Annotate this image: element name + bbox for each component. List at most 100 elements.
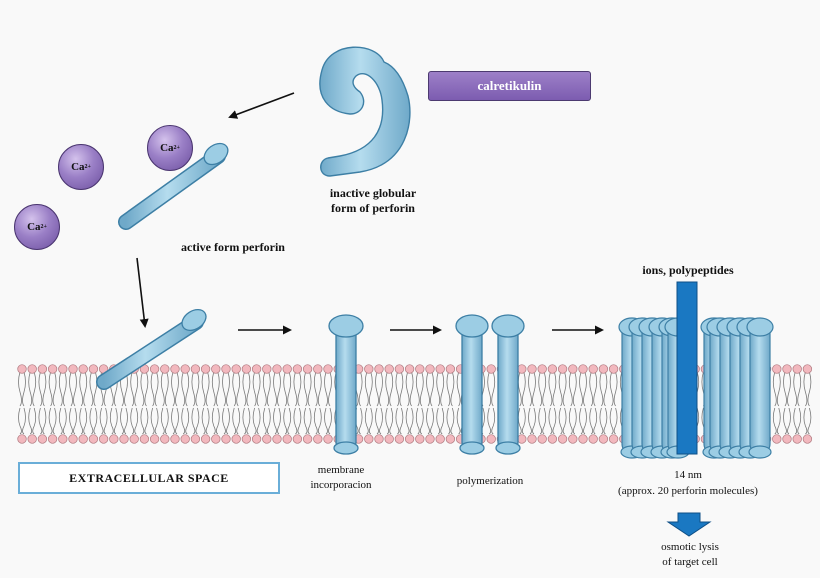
lipid-tail: [456, 371, 461, 407]
lipid-head: [139, 434, 150, 444]
lipid-tail: [364, 407, 369, 435]
lipid-tail: [62, 407, 67, 435]
lipid-tail: [89, 371, 94, 407]
lipid-tail: [797, 407, 802, 435]
lipid-tail: [175, 371, 179, 407]
lipid-head: [323, 434, 333, 444]
membrane-label-line2: incorporacion: [310, 479, 372, 491]
lipid-tail: [144, 407, 149, 435]
lipid-head: [313, 364, 323, 374]
lipid-head: [221, 364, 231, 374]
lipid-tail: [491, 407, 496, 435]
lipid-tail: [807, 407, 812, 435]
lipid-tail: [548, 407, 553, 435]
lipid-tail: [171, 371, 175, 407]
perforin-dimer: [455, 314, 525, 455]
lipid-tail: [317, 407, 322, 435]
lipid-tail: [293, 371, 298, 407]
arrow-release: [228, 92, 295, 119]
lipid-tail: [42, 371, 47, 407]
lipid-tail: [89, 407, 94, 435]
lipid-head: [527, 434, 537, 444]
lipid-tail: [175, 407, 179, 435]
lipid-head: [802, 364, 813, 374]
lipid-tail: [191, 371, 196, 407]
lipid-tail: [593, 407, 598, 435]
lipid-tail: [487, 407, 492, 435]
lipid-tail: [73, 371, 77, 407]
lipid-head: [78, 364, 88, 374]
lipid-tail: [419, 407, 424, 435]
lipid-head: [782, 434, 792, 444]
lipid-tail: [415, 407, 420, 435]
lipid-head: [415, 434, 425, 444]
lipid-tail: [389, 407, 394, 435]
polymerization-label: polymerization: [456, 475, 524, 487]
lipid-tail: [215, 407, 220, 435]
lipid-tail: [48, 407, 53, 435]
lipid-tail: [364, 371, 369, 407]
lipid-tail: [548, 371, 553, 407]
lipid-tail: [205, 407, 210, 435]
lipid-tail: [456, 407, 461, 435]
arrow-down: [136, 257, 149, 328]
lipid-tail: [783, 371, 787, 407]
lipid-head: [792, 364, 802, 374]
lipid-tail: [293, 407, 298, 435]
lipid-tail: [252, 371, 257, 407]
lipid-head: [374, 434, 384, 444]
lipid-tail: [201, 371, 206, 407]
lipid-tail: [242, 407, 247, 435]
lipid-tail: [262, 371, 267, 407]
lipid-tail: [124, 371, 128, 407]
lipid-head: [47, 364, 58, 374]
lipid-tail: [303, 371, 308, 407]
lipid-tail: [69, 407, 73, 435]
lipid-head: [364, 364, 374, 374]
lipid-tail: [446, 407, 451, 435]
lipid-tail: [256, 371, 261, 407]
lipid-head: [190, 364, 201, 374]
lipid-tail: [69, 371, 73, 407]
lipid-tail: [83, 371, 88, 407]
lipid-tail: [52, 407, 57, 435]
lipid-tail: [589, 407, 594, 435]
lipid-tail: [409, 407, 414, 435]
lipid-tail: [181, 407, 186, 435]
calretikulin-label: calretikulin: [428, 71, 591, 101]
lipid-tail: [144, 371, 149, 407]
lipid-tail: [307, 371, 312, 407]
lipid-head: [537, 434, 547, 444]
lipid-head: [68, 364, 78, 374]
lipid-tail: [399, 407, 404, 435]
lipid-head: [221, 434, 231, 444]
lipid-tail: [283, 407, 288, 435]
lipid-tail: [93, 371, 98, 407]
lipid-tail: [521, 407, 526, 435]
lipid-head: [98, 434, 109, 444]
lipid-head: [608, 364, 619, 374]
lipid-tail: [532, 371, 536, 407]
lipid-tail: [436, 371, 441, 407]
extracellular-space-box: EXTRACELLULAR SPACE: [18, 462, 280, 494]
lipid-tail: [426, 407, 430, 435]
lipid-tail: [430, 407, 434, 435]
lipid-tail: [358, 407, 363, 435]
lipid-head: [292, 434, 303, 444]
lipid-head: [170, 434, 180, 444]
lipid-tail: [277, 371, 281, 407]
lipid-tail: [613, 371, 618, 407]
lipid-head: [27, 434, 37, 444]
lipid-head: [486, 364, 496, 374]
lipid-tail: [134, 371, 139, 407]
lipid-tail: [395, 371, 400, 407]
lipid-tail: [589, 371, 594, 407]
lipid-tail: [236, 407, 241, 435]
active-perforin-label: active form perforin: [181, 240, 285, 254]
lipid-tail: [568, 371, 573, 407]
lipid-tail: [38, 371, 43, 407]
lipid-tail: [528, 371, 532, 407]
lipid-tail: [579, 407, 583, 435]
